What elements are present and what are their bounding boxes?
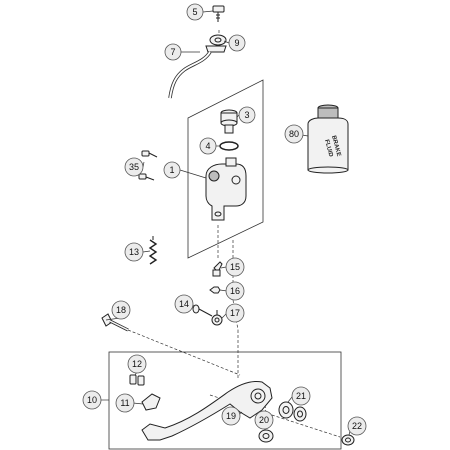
badge-p80: 80 <box>284 124 304 144</box>
badge-number: 18 <box>116 305 126 315</box>
badge-number: 11 <box>120 398 129 408</box>
badge-p11: 11 <box>115 393 135 413</box>
badge-p35: 35 <box>124 157 144 177</box>
brake-pedal-group-frame <box>108 351 342 450</box>
reservoir-hose-part <box>168 50 212 99</box>
master-cylinder-group-frame <box>187 79 264 259</box>
badge-number: 17 <box>230 308 240 318</box>
bushing-part <box>258 429 274 443</box>
bottle-label-line2: FLUID <box>323 139 334 158</box>
badge-number: 19 <box>226 411 236 421</box>
badge-number: 20 <box>259 415 269 425</box>
badge-number: 16 <box>230 286 240 296</box>
return-spring-part <box>148 236 158 265</box>
badge-p5: 5 <box>186 3 204 21</box>
badge-number: 5 <box>192 7 197 17</box>
reservoir-connector-part <box>220 109 238 134</box>
bleed-screw-part <box>212 261 223 277</box>
badge-number: 1 <box>169 165 174 175</box>
push-rod-part <box>211 310 223 326</box>
assembly-lines <box>127 30 341 438</box>
badge-number: 4 <box>205 141 210 151</box>
o-ring-part <box>219 141 239 151</box>
badge-number: 13 <box>129 247 139 257</box>
master-cylinder-part <box>205 157 247 221</box>
badge-p3: 3 <box>238 106 256 124</box>
badge-p15: 15 <box>225 257 245 277</box>
badge-number: 14 <box>179 299 189 309</box>
badge-p14: 14 <box>174 294 194 314</box>
badge-number: 22 <box>352 421 362 431</box>
badge-p7: 7 <box>164 43 182 61</box>
badge-p10: 10 <box>82 390 102 410</box>
badge-p13: 13 <box>124 242 144 262</box>
bolt-part <box>192 304 213 317</box>
brake-pedal-part <box>141 381 273 441</box>
clips-part <box>129 374 145 386</box>
badge-number: 21 <box>296 391 306 401</box>
mounting-screws-part <box>138 150 158 181</box>
end-cap-part <box>341 434 355 446</box>
nut-part <box>209 286 221 294</box>
badge-p18: 18 <box>111 300 131 320</box>
banjo-fitting-part <box>205 34 227 53</box>
badge-number: 7 <box>170 47 175 57</box>
badge-number: 3 <box>244 110 249 120</box>
brake-fluid-bottle-part: BRAKE FLUID <box>307 104 349 174</box>
badge-p22: 22 <box>347 416 367 436</box>
pedal-tip-part <box>141 393 161 411</box>
badge-p16: 16 <box>225 281 245 301</box>
badge-p20: 20 <box>254 410 274 430</box>
screw-part <box>212 5 225 22</box>
badge-p19: 19 <box>221 406 241 426</box>
badge-number: 10 <box>87 395 97 405</box>
badge-number: 12 <box>132 359 142 369</box>
badge-number: 35 <box>129 162 139 172</box>
bottle-label-line1: BRAKE <box>330 135 341 157</box>
badge-p21: 21 <box>291 386 311 406</box>
badge-p17: 17 <box>225 303 245 323</box>
badge-number: 15 <box>230 262 240 272</box>
badge-number: 9 <box>234 38 239 48</box>
badge-p9: 9 <box>228 34 246 52</box>
badge-p4: 4 <box>199 137 217 155</box>
badge-p12: 12 <box>127 354 147 374</box>
bearing-part <box>278 401 307 422</box>
badge-p1: 1 <box>163 161 181 179</box>
badge-number: 80 <box>289 129 299 139</box>
